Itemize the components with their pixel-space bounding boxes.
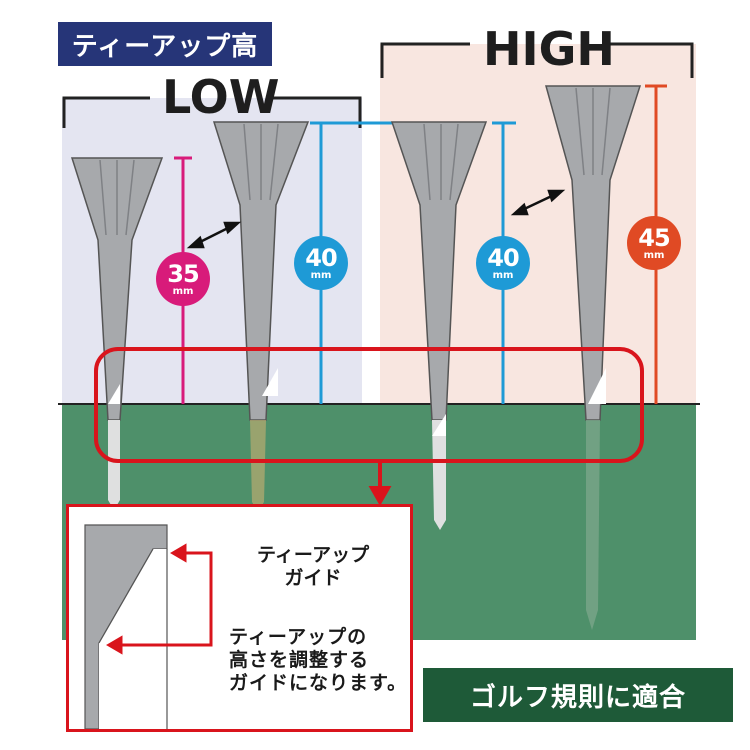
page-title: ティーアップ高: [58, 22, 272, 66]
low-bracket: [62, 96, 362, 128]
badge-45mm: 45 mm: [627, 216, 681, 270]
inset-arrow-top: [170, 543, 213, 571]
badge-45mm-unit: mm: [643, 249, 665, 261]
guide-desc-line2: 高さを調整する: [229, 649, 370, 671]
badge-40mm-low-value: 40: [305, 243, 337, 272]
badge-40mm-high: 40 mm: [476, 236, 530, 290]
high-bracket: [380, 42, 694, 78]
inset-arrow-bottom: [106, 571, 213, 655]
badge-40mm-high-value: 40: [487, 243, 519, 272]
tee-3: [390, 121, 488, 530]
tee-4: [545, 85, 642, 630]
badge-45mm-value: 45: [638, 223, 670, 252]
badge-35mm: 35 mm: [156, 252, 210, 306]
inset-graphics: [84, 524, 213, 729]
guide-description: ティーアップの 高さを調整する ガイドになります。: [229, 627, 407, 695]
tee-2: [212, 121, 310, 512]
guide-label: ティーアップ ガイド: [257, 545, 369, 591]
low-label: LOW: [162, 70, 280, 124]
guide-label-line1: ティーアップ: [257, 545, 370, 566]
tee-1: [70, 157, 164, 510]
badge-40mm-high-unit: mm: [492, 269, 514, 281]
high-label: HIGH: [483, 22, 615, 76]
guide-desc-line1: ティーアップの: [229, 627, 368, 648]
inset-guide-notch: [99, 549, 167, 729]
badge-35mm-value: 35: [167, 259, 199, 288]
guide-highlight: [94, 347, 644, 463]
compare-arrow-low: [186, 221, 242, 249]
compare-arrow-high: [510, 189, 566, 216]
badge-40mm-low-unit: mm: [310, 269, 332, 281]
highlight-pointer-arrow: [368, 461, 392, 507]
badge-40mm-low: 40 mm: [294, 236, 348, 290]
guide-desc-line3: ガイドになります。: [229, 672, 408, 694]
guide-label-line2: ガイド: [284, 567, 342, 589]
guide-detail-inset: ティーアップ ガイド ティーアップの 高さを調整する ガイドになります。: [66, 504, 413, 732]
badge-35mm-unit: mm: [172, 285, 194, 297]
rule-compliance-badge: ゴルフ規則に適合: [423, 668, 733, 722]
